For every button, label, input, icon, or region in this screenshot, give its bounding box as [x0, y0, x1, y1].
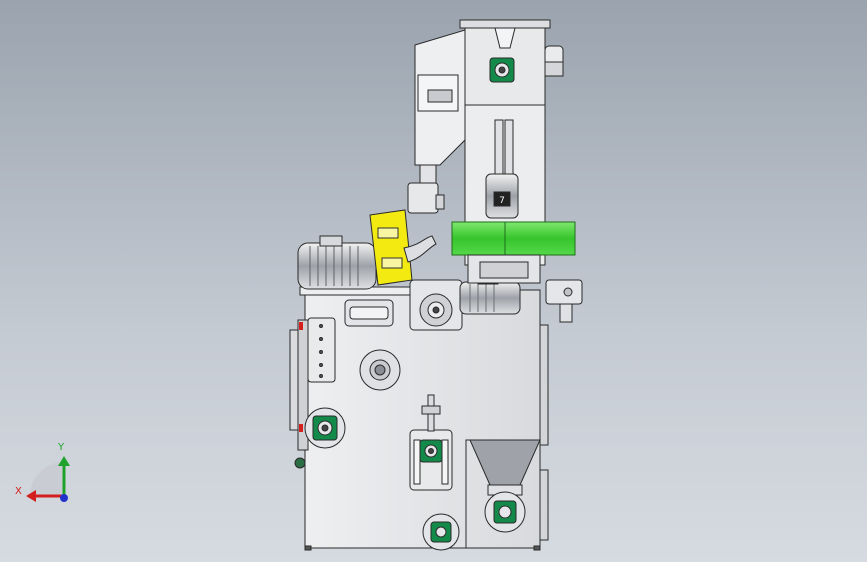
chute-outlet: [419, 164, 437, 186]
panel-bolt: [319, 374, 323, 378]
tower-shaft-right: [504, 119, 514, 181]
bearing-top: [489, 57, 515, 83]
large-motor-fins: [309, 246, 359, 286]
bearing-bottom: [422, 513, 460, 551]
yellow-label-bottom: [381, 257, 403, 269]
bracket-slot: [413, 439, 421, 485]
yellow-label-top: [377, 227, 399, 239]
large-motor-assembly: [297, 209, 437, 290]
base-foot-left: [304, 545, 312, 551]
elbow-pipe: [403, 235, 437, 263]
x-axis-label: X: [15, 486, 22, 497]
left-side-green-knob: [294, 457, 306, 469]
hopper-lower-box: [465, 439, 541, 549]
y-axis-label: Y: [58, 442, 65, 453]
gearbox-shaft: [432, 306, 440, 314]
small-motor-fins: [469, 284, 495, 312]
tower-shaft-left: [494, 119, 504, 181]
panel-bolt: [319, 337, 323, 341]
right-pipe: [559, 303, 573, 323]
tower-motor-plate-mark: 7: [499, 196, 505, 206]
bearing-hub: [374, 364, 386, 376]
panel-bolt: [319, 363, 323, 367]
bearing-center: [419, 439, 443, 463]
slot-plate-inner: [349, 306, 389, 320]
chute-panel-window: [427, 89, 453, 103]
valve-knob: [563, 287, 573, 297]
fan-collar-inner: [479, 261, 529, 279]
bracket-slot: [441, 439, 449, 485]
triad-base-cone: [30, 462, 64, 496]
fan-housing: [451, 221, 576, 256]
y-axis-arrowhead: [58, 456, 70, 466]
red-marker-bottom: [299, 424, 303, 432]
bearing-lower-left: [304, 407, 346, 449]
chute-valve: [407, 182, 439, 214]
tower-motor-plate: [493, 191, 511, 207]
top-side-pipe-cap: [544, 61, 564, 77]
panel-bolt: [319, 324, 323, 328]
z-axis-dot: [60, 494, 68, 502]
chute-valve-stem: [435, 194, 445, 210]
coordinate-triad: [26, 456, 70, 502]
bracket-bolt-head: [421, 405, 441, 415]
panel-bolt: [319, 350, 323, 354]
red-marker-top: [299, 322, 303, 330]
x-axis-arrowhead: [26, 490, 36, 502]
motor-terminal-box: [319, 235, 343, 247]
top-inlet-funnel: [494, 27, 516, 49]
bearing-hopper: [484, 491, 526, 533]
separator-machine-drawing: 7: [289, 19, 583, 551]
housing-right-column: [539, 324, 549, 446]
top-inlet-rim: [459, 19, 551, 29]
housing-right-lower: [539, 469, 549, 541]
base-foot-right: [533, 545, 541, 551]
inspection-panel: [307, 317, 336, 383]
small-motor-body: [459, 281, 521, 315]
housing-left-plate: [297, 319, 309, 451]
